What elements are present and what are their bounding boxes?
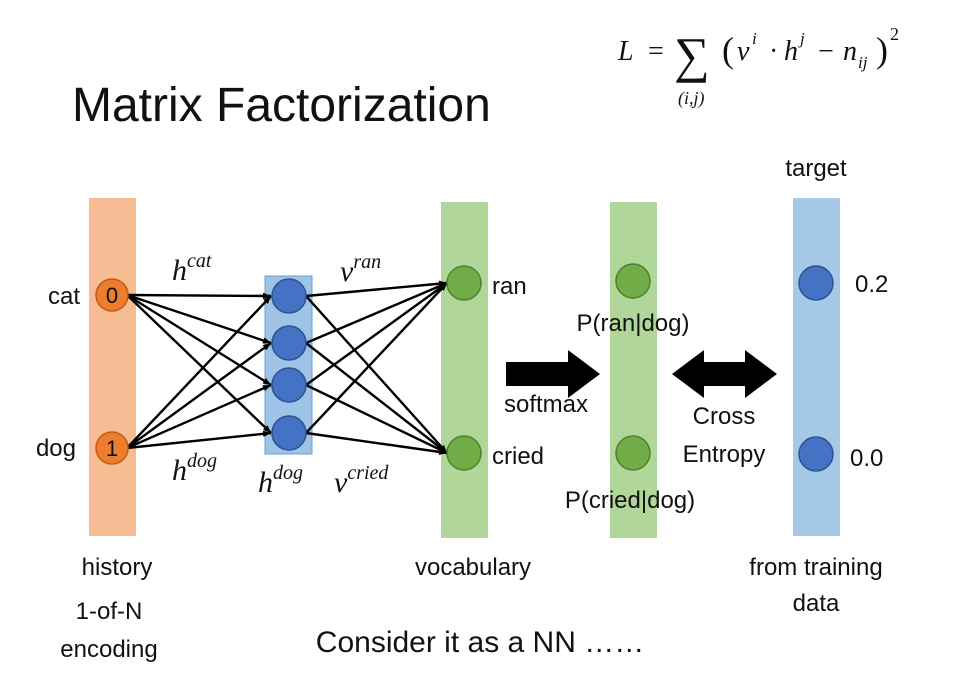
target-node-cried (798, 436, 834, 472)
edge (126, 342, 272, 449)
target-value-cried: 0.0 (850, 445, 883, 472)
target-column (793, 198, 840, 536)
loss-formula: L = ∑ (i,j) ( v i · h j − n ij ) 2 (617, 24, 899, 109)
vocab-word-cried: cried (492, 443, 544, 470)
edge (126, 293, 272, 345)
edge (305, 295, 448, 454)
vocab-node-cried (446, 435, 482, 471)
v-ran-base: v (340, 255, 354, 288)
formula-rparen: ) (876, 30, 888, 70)
v-cried-base: v (334, 466, 348, 499)
encoding-line1: 1-of-N (76, 598, 143, 625)
hidden-node (271, 415, 307, 451)
hidden-node (271, 278, 307, 314)
h-cat-base: h (172, 254, 187, 287)
encoding-line2: encoding (60, 636, 157, 663)
edge (126, 295, 272, 449)
target-source-line1: from training (749, 554, 882, 581)
edge (126, 293, 272, 387)
edge-label-h-cat: hcat (172, 250, 212, 287)
edge (126, 383, 272, 450)
softmax-label: softmax (504, 391, 588, 418)
vocabulary-label: vocabulary (415, 554, 531, 581)
formula-minus: − (818, 36, 834, 67)
edge (126, 430, 272, 450)
edge (305, 342, 448, 454)
edge (305, 383, 448, 455)
v-cried-sup: cried (347, 462, 389, 484)
edge (305, 280, 448, 298)
target-value-ran: 0.2 (855, 271, 888, 298)
v-ran-sup: ran (353, 251, 381, 273)
hidden-layer-label: hdog (258, 462, 303, 499)
hidden-node (271, 367, 307, 403)
target-title: target (785, 155, 847, 182)
formula-h: h (784, 36, 798, 67)
formula-v-sup: i (752, 29, 757, 48)
edge (305, 431, 448, 456)
edge (126, 294, 272, 434)
formula-power: 2 (890, 24, 899, 44)
output-node-ran (615, 263, 651, 299)
edge (126, 292, 272, 300)
history-value-dog: 1 (106, 436, 118, 461)
formula-lparen: ( (722, 30, 734, 70)
formula-v: v (737, 36, 750, 67)
softmax-arrow (506, 350, 600, 398)
word-cat: cat (48, 283, 80, 310)
history-node-cat (95, 278, 129, 312)
edge-label-h-dog: hdog (172, 450, 217, 487)
formula-lhs: L (617, 36, 634, 67)
word-dog: dog (36, 435, 76, 462)
slide-title: Matrix Factorization (72, 79, 491, 132)
output-node-cried (615, 435, 651, 471)
h-dog-sup: dog (187, 450, 217, 472)
h-layer-base: h (258, 466, 273, 499)
edge-label-v-ran: vran (340, 251, 381, 288)
edge-label-v-cried: vcried (334, 462, 389, 499)
vocab-node-ran (446, 265, 482, 301)
hidden-node (271, 325, 307, 361)
cross-entropy-double-arrow (672, 350, 777, 398)
h-dog-base: h (172, 454, 187, 487)
vocab-word-ran: ran (492, 273, 527, 300)
probability-cried: P(cried|dog) (565, 487, 695, 514)
cross-entropy-line1: Cross (693, 403, 756, 430)
target-node-ran (798, 265, 834, 301)
cross-entropy-line2: Entropy (683, 441, 766, 468)
edge (305, 282, 448, 434)
vocabulary-column (441, 202, 488, 538)
formula-n-sub: ij (858, 53, 868, 72)
history-column (89, 198, 136, 536)
h-layer-sup: dog (273, 462, 303, 484)
edge (305, 282, 448, 386)
formula-dot: · (769, 36, 778, 67)
connection-edges (126, 280, 448, 456)
caption: Consider it as a NN …… (316, 626, 644, 659)
formula-sum: ∑ (674, 27, 710, 83)
formula-equals: = (648, 36, 664, 67)
edge (305, 281, 448, 345)
formula-n: n (843, 36, 857, 67)
history-node-dog (95, 431, 129, 465)
history-label: history (82, 554, 153, 581)
target-source-line2: data (793, 590, 840, 617)
history-value-cat: 0 (106, 283, 118, 308)
formula-sum-subscript: (i,j) (678, 88, 705, 109)
formula-h-sup: j (798, 29, 805, 48)
h-cat-sup: cat (187, 250, 212, 272)
softmax-output-column (610, 202, 657, 538)
probability-ran: P(ran|dog) (577, 310, 690, 337)
